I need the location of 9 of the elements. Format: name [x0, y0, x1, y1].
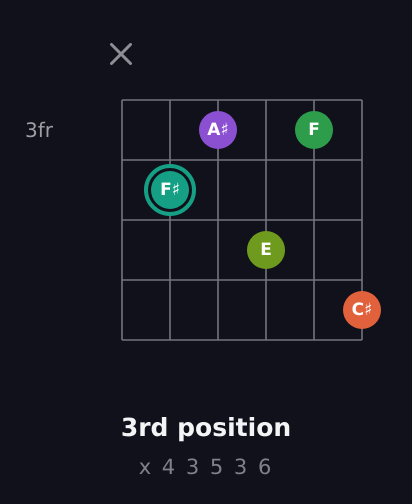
fret-number: 3fr: [25, 118, 53, 142]
root-ring: [144, 164, 196, 216]
note-dot: C♯: [343, 291, 381, 329]
note-dot: F♯: [151, 171, 189, 209]
note-dot: A♯: [199, 111, 237, 149]
fingering-text: x 4 3 5 3 6: [138, 455, 274, 480]
note-dot: F: [295, 111, 333, 149]
note-dot: E: [247, 231, 285, 269]
chord-position-title: 3rd position: [120, 413, 292, 443]
